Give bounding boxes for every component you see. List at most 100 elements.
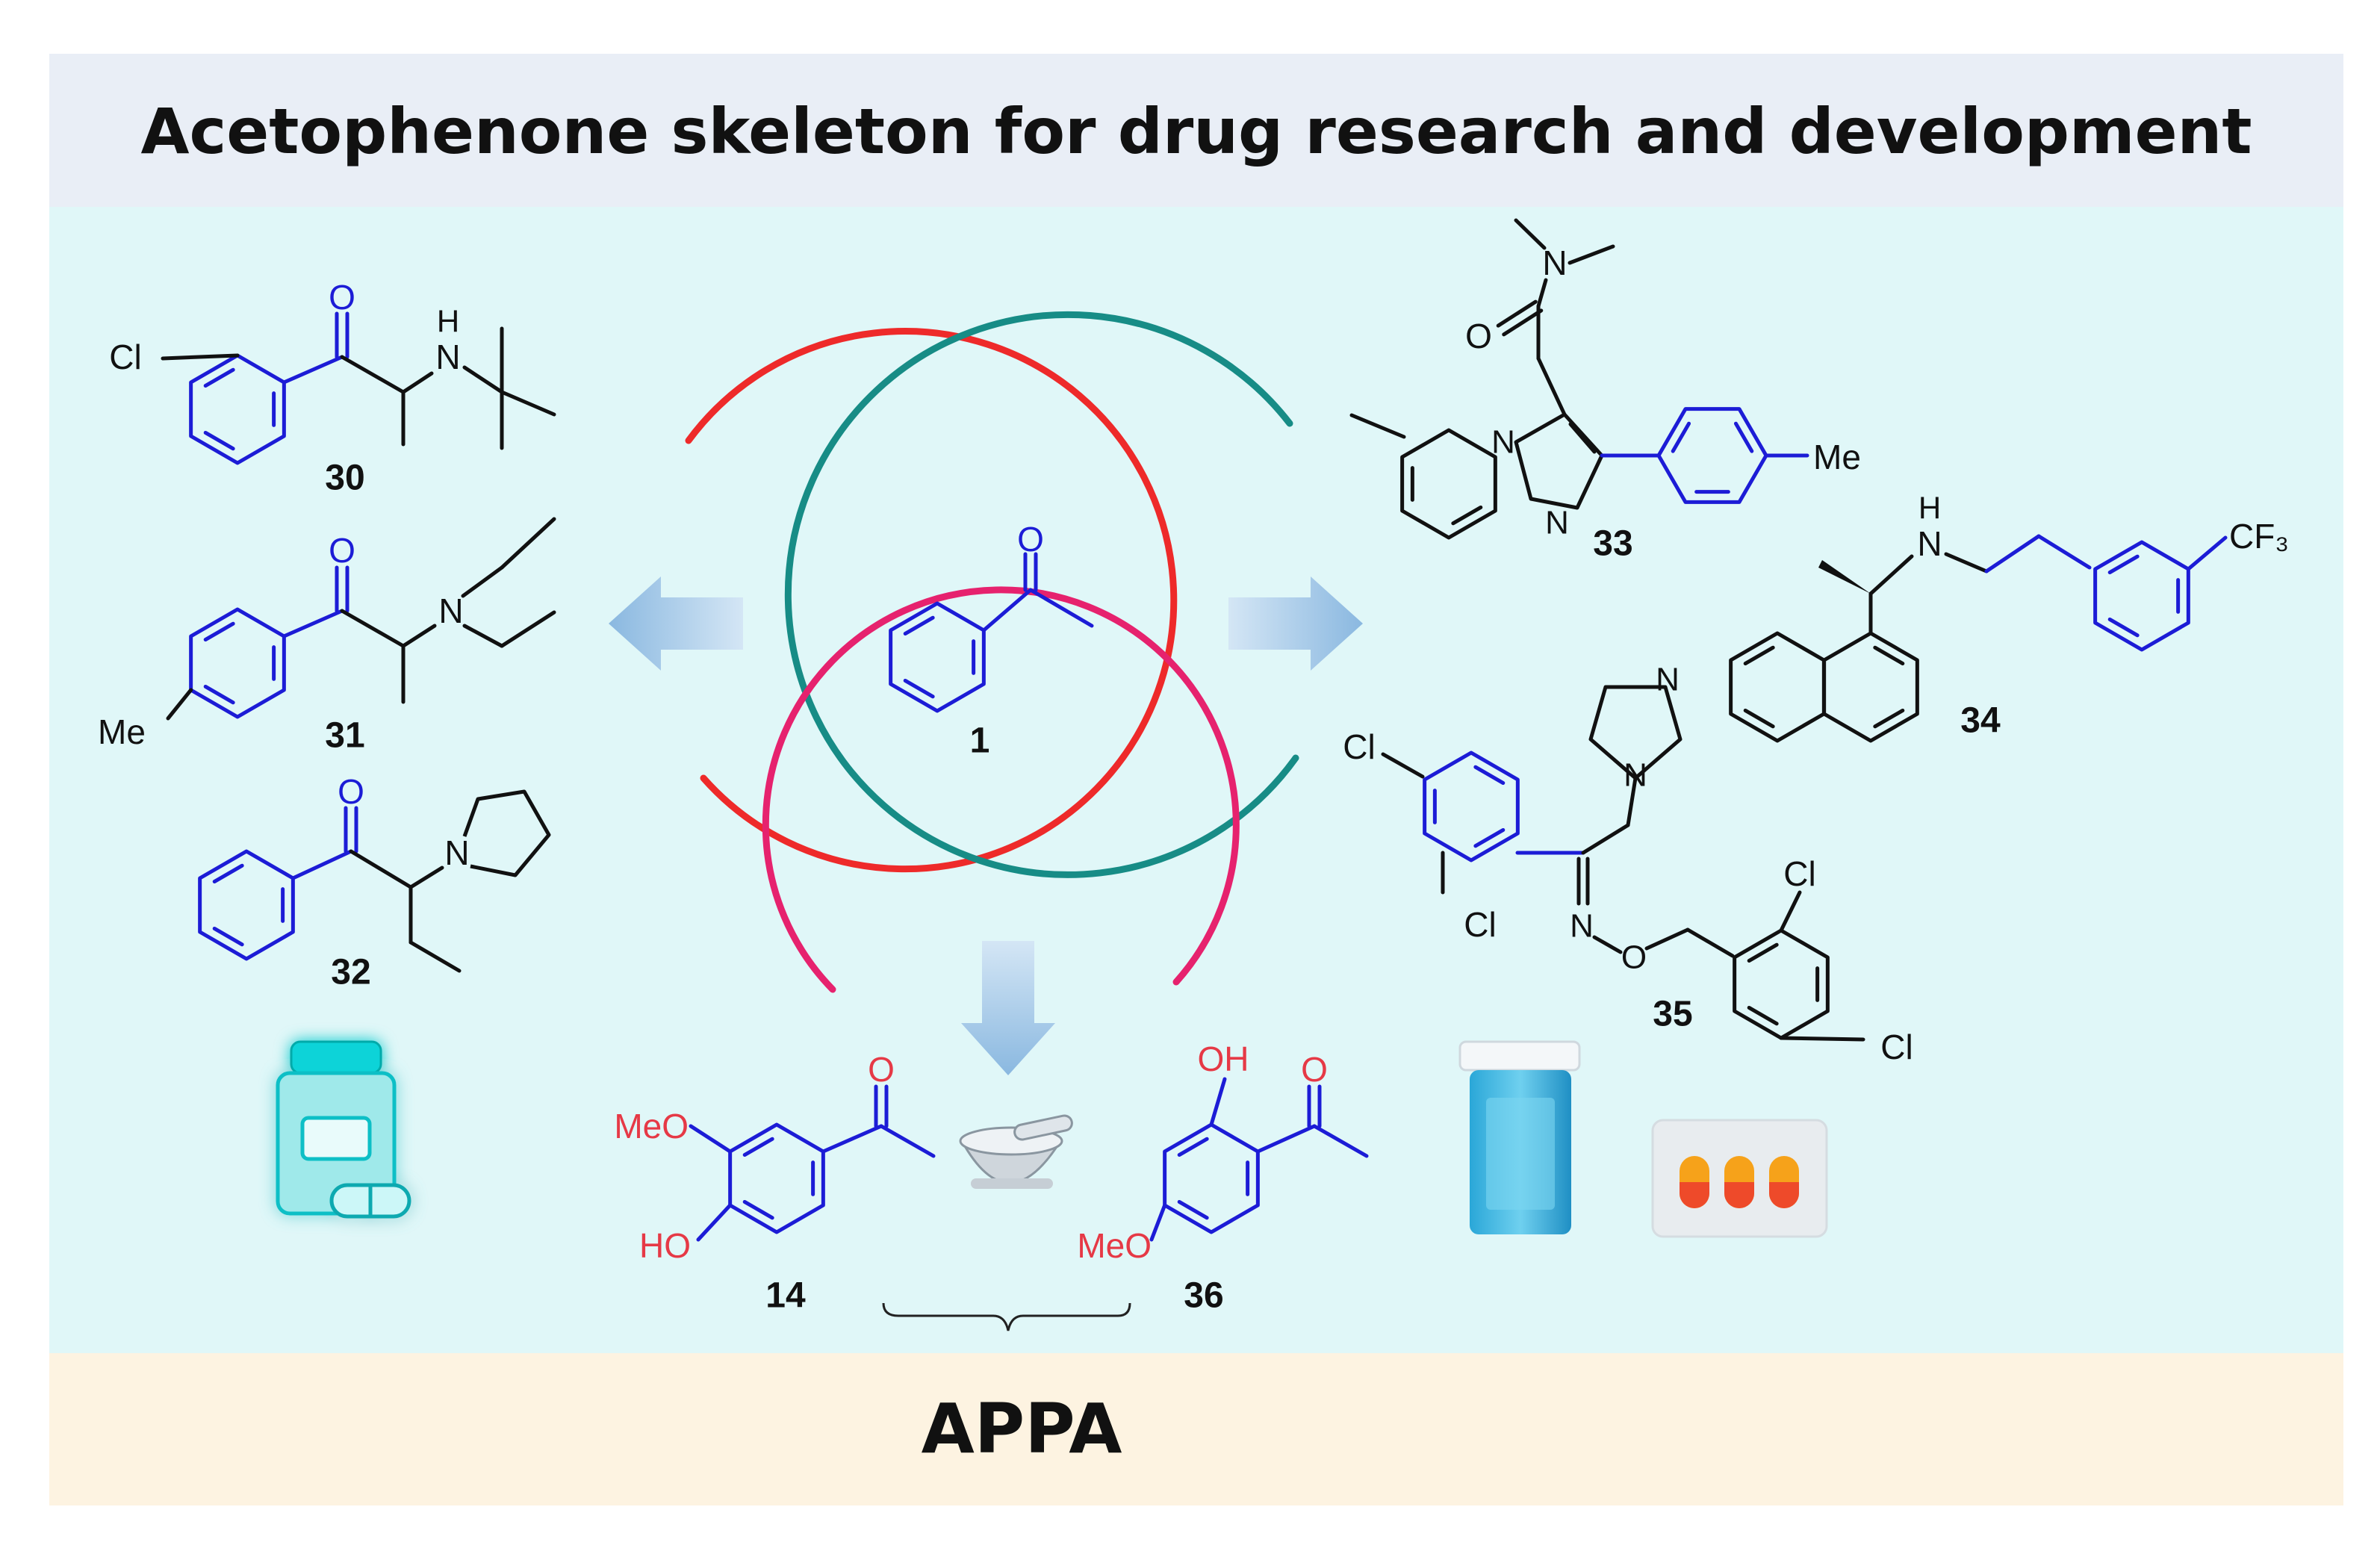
bond xyxy=(500,517,556,570)
bond xyxy=(203,367,235,388)
bond xyxy=(203,621,235,642)
bond xyxy=(1567,244,1615,265)
compound-number: 14 xyxy=(765,1276,806,1316)
bond xyxy=(903,678,935,699)
oxygen-label: O xyxy=(329,531,355,570)
bond xyxy=(461,565,504,598)
bond xyxy=(1868,554,1914,596)
ring xyxy=(1822,631,1919,743)
bond xyxy=(203,430,235,451)
oxygen-label: O xyxy=(338,772,364,811)
nitrogen-label: N xyxy=(1917,524,1942,563)
nitrogen-label: N xyxy=(1570,908,1594,945)
bond xyxy=(166,688,193,721)
arrow-right xyxy=(1228,576,1363,671)
bond xyxy=(212,863,244,884)
bond xyxy=(1209,1077,1227,1127)
bond xyxy=(1747,1005,1779,1026)
bond xyxy=(1581,823,1630,855)
compound-32: O N 32 xyxy=(198,772,551,992)
arrow-down xyxy=(961,941,1055,1075)
mortar-pestle-icon xyxy=(959,1114,1073,1189)
ring xyxy=(1656,407,1768,504)
bond xyxy=(349,849,413,889)
bond xyxy=(161,353,240,361)
bond xyxy=(401,371,434,394)
oxygen-label: O xyxy=(1017,520,1044,559)
bond xyxy=(212,926,244,947)
nitrogen-label: N xyxy=(1656,662,1680,698)
bond xyxy=(1502,308,1544,337)
bond xyxy=(1685,927,1735,958)
bond xyxy=(981,588,1033,633)
bond xyxy=(1944,552,1989,574)
bond xyxy=(1028,588,1094,628)
medicine-bottle-icon xyxy=(276,1040,411,1219)
bond xyxy=(1149,1203,1167,1242)
bond xyxy=(2036,534,2092,570)
nitrogen-label: N xyxy=(444,833,469,872)
compound-number: 30 xyxy=(325,459,364,498)
bond xyxy=(1873,645,1905,666)
bond xyxy=(1312,1124,1369,1158)
chlorine-label: Cl xyxy=(1464,905,1496,944)
bond xyxy=(401,624,437,648)
hydroxyl-label: OH xyxy=(1198,1039,1249,1078)
bond xyxy=(1779,1036,1865,1042)
bond xyxy=(1747,942,1779,963)
footer-band xyxy=(49,1353,2343,1505)
compound-1: O1 xyxy=(889,520,1094,761)
oxygen-label: O xyxy=(1621,939,1647,976)
pyrrolidine-ring xyxy=(462,789,551,877)
nitrogen-label: N xyxy=(1491,424,1515,461)
bond xyxy=(1349,413,1406,439)
methyl-label: Me xyxy=(1813,438,1861,476)
bond xyxy=(1779,890,1802,933)
bond xyxy=(742,1137,774,1157)
oxygen-label: O xyxy=(868,1050,895,1089)
bond xyxy=(1536,356,1567,417)
chlorine-label: Cl xyxy=(1783,854,1815,893)
methoxy-label: MeO xyxy=(614,1107,689,1146)
bond xyxy=(1496,299,1538,328)
brace xyxy=(882,1302,1131,1331)
main-band xyxy=(49,207,2343,1353)
nitrogen-label: N xyxy=(435,338,460,376)
compound-number: 33 xyxy=(1593,524,1632,564)
teal-ring-arc xyxy=(784,311,1299,878)
bond xyxy=(1626,776,1638,827)
bond xyxy=(689,1124,733,1154)
bond xyxy=(408,865,444,889)
pill-bottle-icon xyxy=(1458,1040,1581,1234)
pink-ring-arc xyxy=(762,586,1240,993)
arrow-left xyxy=(609,576,743,671)
bond xyxy=(203,684,235,705)
bond xyxy=(1743,645,1775,666)
compound-number: 31 xyxy=(325,716,364,756)
bond xyxy=(1873,708,1905,729)
imidazole-ring xyxy=(1514,412,1604,510)
capsule-pack-icon xyxy=(1651,1119,1828,1238)
bond xyxy=(1451,505,1483,526)
oxygen-label: O xyxy=(1301,1050,1328,1089)
bond xyxy=(1984,534,2041,574)
nitrogen-label: N xyxy=(1545,505,1569,541)
bond xyxy=(290,849,353,880)
bond xyxy=(1568,422,1597,454)
bond xyxy=(821,1124,883,1154)
compound-number: 32 xyxy=(331,953,370,992)
bond xyxy=(2107,554,2140,575)
bond xyxy=(1743,708,1775,729)
bond xyxy=(500,610,556,648)
hydrogen-label: H xyxy=(1918,491,1941,526)
bond xyxy=(1255,1124,1317,1154)
bond xyxy=(462,624,504,648)
methyl-label: Me xyxy=(98,712,146,751)
bond xyxy=(1473,827,1506,848)
